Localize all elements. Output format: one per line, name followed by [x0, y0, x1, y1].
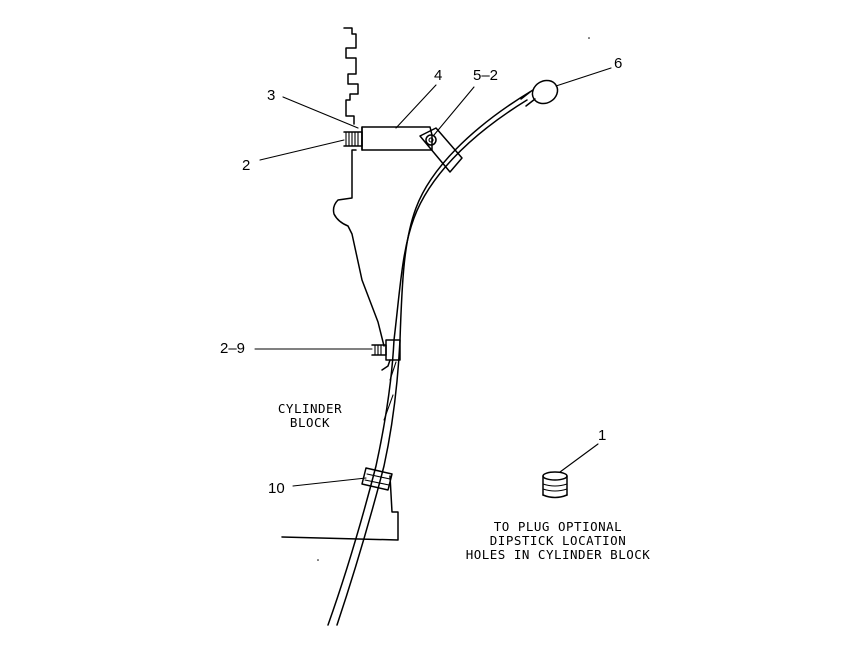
- plug-part: [542, 471, 568, 499]
- tube-seal: [361, 467, 393, 491]
- callout-5-2: 5–2: [473, 67, 499, 84]
- cylinder-block-label-line1: CYLINDER: [277, 401, 343, 416]
- speck: [317, 559, 319, 561]
- bolt-upper: [343, 131, 363, 147]
- callout-2: 2: [242, 157, 251, 174]
- callout-1: 1: [598, 427, 607, 444]
- cylinder-block-outline: [281, 27, 399, 541]
- callout-10: 10: [268, 480, 285, 497]
- dipstick-cap: [520, 79, 559, 107]
- cylinder-block-label-line2: BLOCK: [289, 415, 331, 430]
- callout-2-9: 2–9: [220, 340, 246, 357]
- lower-clip: [371, 339, 401, 361]
- callout-4: 4: [434, 67, 443, 84]
- speck: [588, 37, 590, 39]
- plug-note: TO PLUG OPTIONAL DIPSTICK LOCATION HOLES…: [446, 520, 670, 562]
- callout-3: 3: [267, 87, 276, 104]
- cylinder-block-label: CYLINDER BLOCK: [270, 402, 350, 430]
- leader-lines: [254, 67, 612, 487]
- plug-note-line3: HOLES IN CYLINDER BLOCK: [465, 547, 651, 562]
- plug-note-line1: TO PLUG OPTIONAL: [493, 519, 623, 534]
- plug-note-line2: DIPSTICK LOCATION: [489, 533, 627, 548]
- callout-6: 6: [614, 55, 623, 72]
